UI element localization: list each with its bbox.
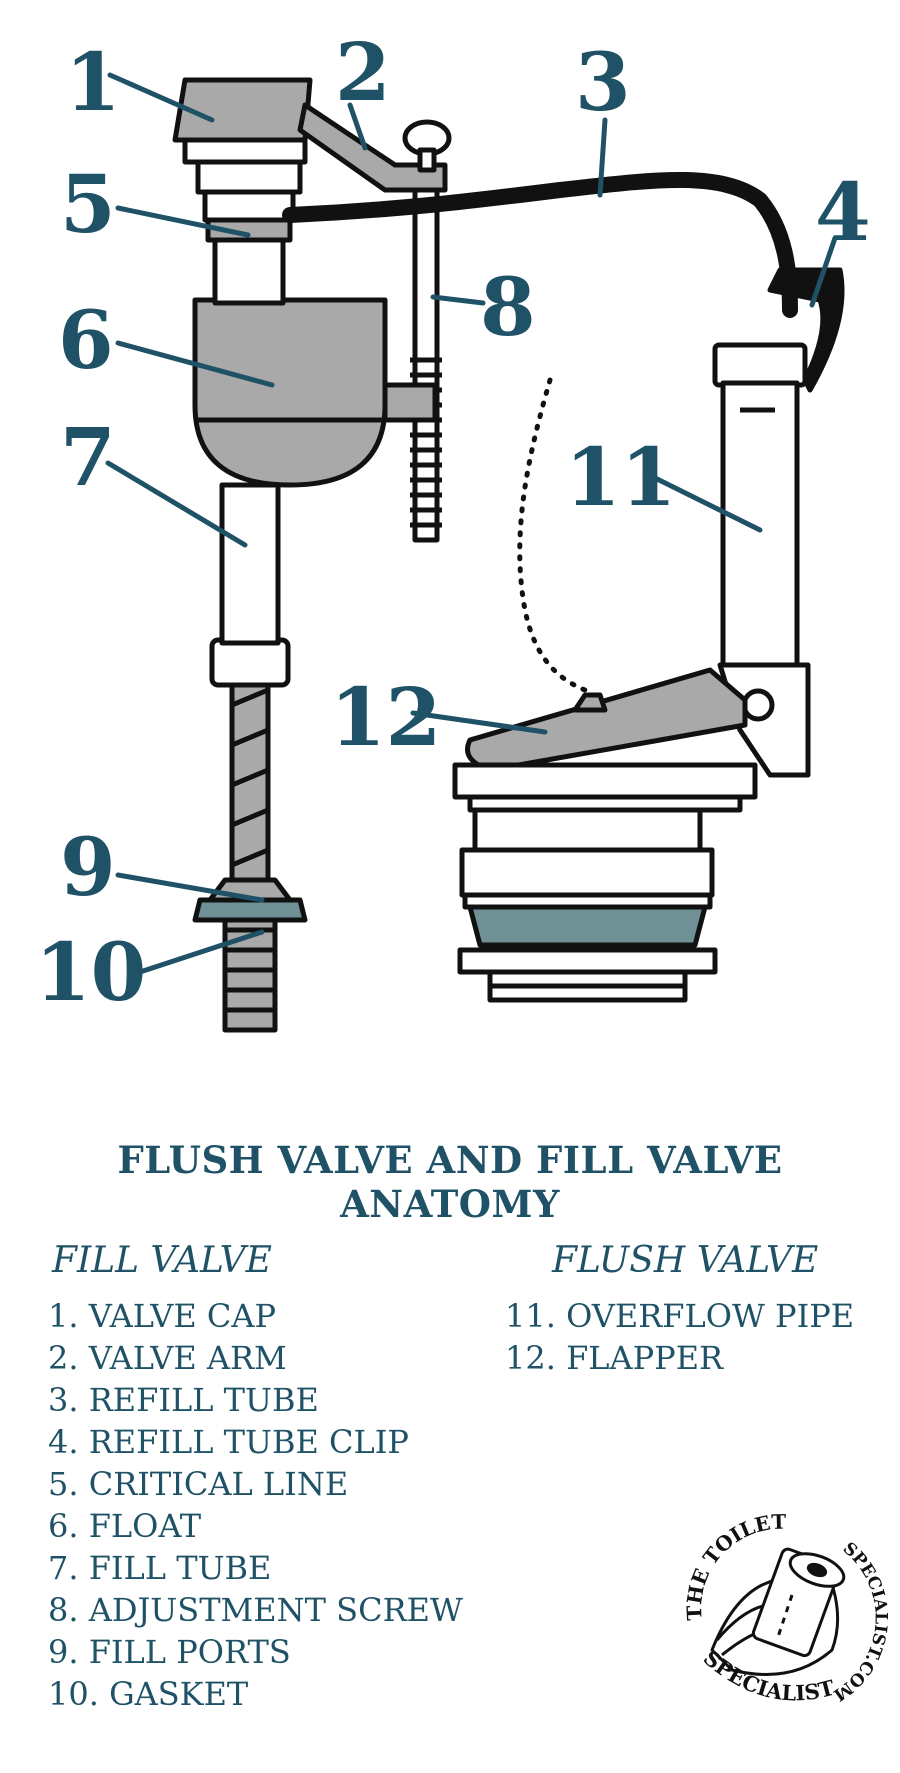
refill-tube-part bbox=[290, 180, 790, 310]
float-part bbox=[195, 300, 385, 485]
gasket-part bbox=[195, 900, 305, 920]
callout-9: 9 bbox=[60, 820, 116, 914]
list-item: 10. GASKET bbox=[48, 1673, 463, 1715]
callout-10: 10 bbox=[35, 925, 146, 1019]
callout-1: 1 bbox=[65, 35, 121, 129]
flush-valve-body bbox=[455, 765, 755, 1000]
threaded-body bbox=[232, 680, 268, 880]
list-item: 4. REFILL TUBE CLIP bbox=[48, 1421, 463, 1463]
valve-cap-rim bbox=[185, 140, 305, 162]
valve-anatomy-diagram: 1 2 3 4 5 6 7 8 9 10 11 12 bbox=[0, 0, 900, 1080]
flush-valve-heading: FLUSH VALVE bbox=[552, 1240, 818, 1281]
list-item: 11. OVERFLOW PIPE bbox=[505, 1295, 854, 1337]
flapper-chain bbox=[520, 380, 585, 690]
title-line-1: FLUSH VALVE AND FILL VALVE bbox=[0, 1138, 900, 1182]
flush-valve-parts-list: 11. OVERFLOW PIPE 12. FLAPPER bbox=[505, 1295, 854, 1379]
list-item: 2. VALVE ARM bbox=[48, 1337, 463, 1379]
toilet-specialist-logo: THE TOILET SPECIALIST.COM SPECIALIST bbox=[672, 1500, 892, 1720]
callout-11: 11 bbox=[565, 430, 676, 524]
fill-valve-parts-list: 1. VALVE CAP 2. VALVE ARM 3. REFILL TUBE… bbox=[48, 1295, 463, 1715]
fill-valve-heading: FILL VALVE bbox=[52, 1240, 272, 1281]
list-item: 5. CRITICAL LINE bbox=[48, 1463, 463, 1505]
callout-7: 7 bbox=[60, 410, 116, 504]
list-item: 12. FLAPPER bbox=[505, 1337, 854, 1379]
callout-3: 3 bbox=[575, 35, 631, 129]
list-item: 8. ADJUSTMENT SCREW bbox=[48, 1589, 463, 1631]
list-item: 1. VALVE CAP bbox=[48, 1295, 463, 1337]
valve-neck-upper bbox=[198, 160, 300, 192]
list-item: 7. FILL TUBE bbox=[48, 1547, 463, 1589]
callout-8: 8 bbox=[480, 260, 536, 354]
fill-tube-collar bbox=[212, 640, 288, 685]
overflow-pipe-part bbox=[715, 345, 805, 668]
list-item: 3. REFILL TUBE bbox=[48, 1379, 463, 1421]
fill-tube-part bbox=[222, 485, 278, 643]
title-line-2: ANATOMY bbox=[0, 1182, 900, 1226]
list-item: 6. FLOAT bbox=[48, 1505, 463, 1547]
callout-5: 5 bbox=[60, 157, 116, 251]
diagram-title: FLUSH VALVE AND FILL VALVE ANATOMY bbox=[0, 1138, 900, 1226]
callout-2: 2 bbox=[335, 25, 391, 119]
list-item: 9. FILL PORTS bbox=[48, 1631, 463, 1673]
callout-6: 6 bbox=[58, 293, 114, 387]
fill-valve-shank bbox=[225, 910, 275, 1030]
flapper-part bbox=[468, 670, 746, 770]
callout-12: 12 bbox=[330, 670, 441, 764]
callout-4: 4 bbox=[815, 165, 871, 259]
